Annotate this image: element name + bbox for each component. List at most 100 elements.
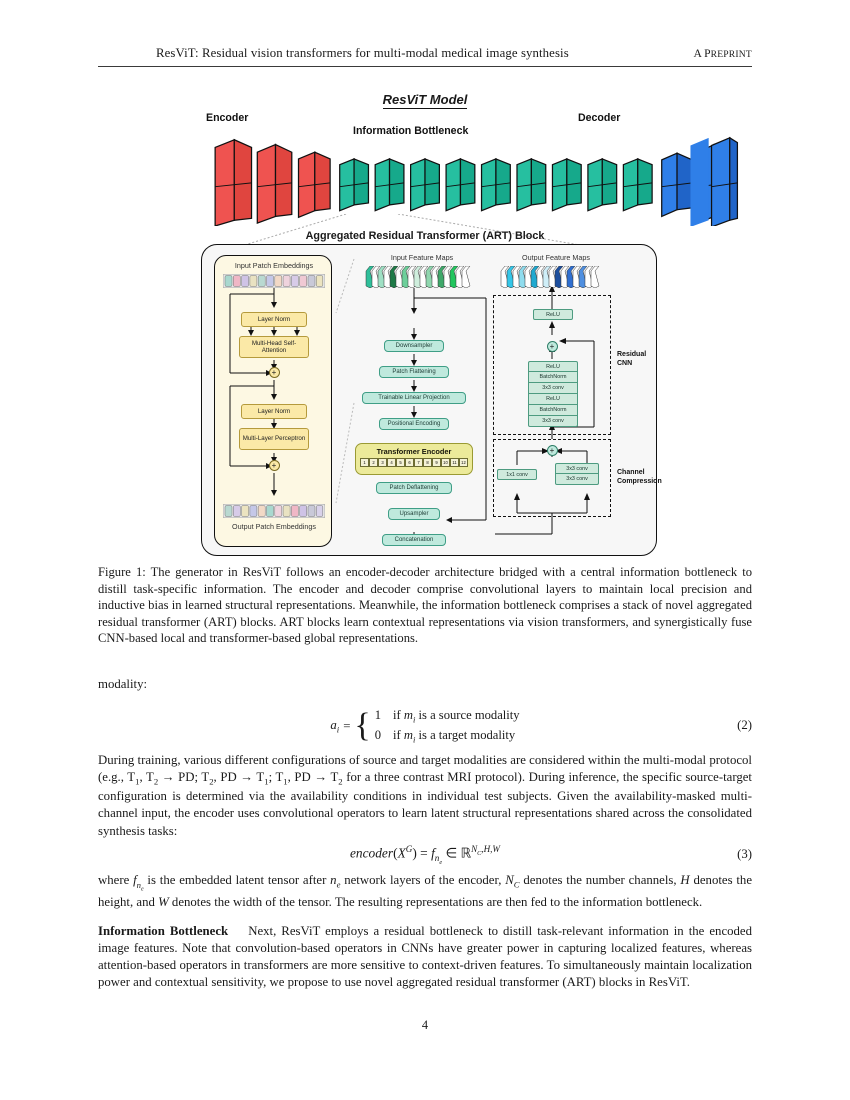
residual-cnn-label: Residual CNN bbox=[617, 351, 646, 369]
art-block-title: Aggregated Residual Transformer (ART) Bl… bbox=[305, 230, 545, 242]
concatenation-box: Concatenation bbox=[382, 534, 446, 546]
downsampler-box: Downsampler bbox=[384, 340, 444, 352]
output-patch-embeddings-strip bbox=[223, 504, 325, 518]
output-feature-maps-stack bbox=[500, 266, 600, 288]
multi-layer-perceptron-box: Multi-Layer Perceptron bbox=[239, 428, 309, 450]
encoder-blocks bbox=[214, 138, 331, 226]
residual-cnn-label-line2: CNN bbox=[617, 359, 633, 367]
input-patch-embeddings-strip bbox=[223, 274, 325, 288]
conv3x3-box-2: 3x3 conv bbox=[528, 416, 578, 427]
right-flow-lines bbox=[495, 287, 595, 535]
encoder-cell: 2 bbox=[369, 458, 378, 467]
transformer-encoder-box: Transformer Encoder 1 2 3 4 5 6 7 8 9 10… bbox=[355, 443, 473, 475]
transformer-encoder-title: Transformer Encoder bbox=[376, 447, 452, 456]
output-patch-embeddings-label: Output Patch Embeddings bbox=[232, 522, 316, 531]
figure-caption: Figure 1: The generator in ResViT follow… bbox=[98, 564, 752, 647]
encoder-cell: 10 bbox=[441, 458, 450, 467]
right-column: Output Feature Maps bbox=[493, 253, 662, 549]
paragraph-training-protocol: During training, various different confi… bbox=[98, 753, 752, 838]
positional-encoding-box: Positional Encoding bbox=[379, 418, 449, 430]
equation-2-lhs: ai bbox=[330, 718, 339, 735]
input-feature-maps-stack bbox=[365, 266, 471, 288]
residual-add: + bbox=[546, 341, 558, 352]
encoder-cell: 12 bbox=[459, 458, 468, 467]
paragraph-bold-lead: Information Bottleneck bbox=[98, 924, 229, 938]
encoder-cell: 8 bbox=[423, 458, 432, 467]
art-panel: Input Patch Embeddings bbox=[201, 244, 662, 556]
layer-norm-box-1: Layer Norm bbox=[241, 312, 307, 327]
paragraph-latent-tensor: where fne is the embedded latent tensor … bbox=[98, 873, 752, 910]
relu-box-2: ReLU bbox=[528, 394, 578, 405]
encoder-cell: 6 bbox=[405, 458, 414, 467]
relu-box-1: ReLU bbox=[528, 361, 578, 372]
equation-2-case-2-sub: i bbox=[413, 734, 416, 745]
decoder-blocks bbox=[661, 136, 739, 226]
encoder-cell: 4 bbox=[387, 458, 396, 467]
patch-deflattening-box: Patch Deflattening bbox=[376, 482, 452, 494]
residual-add-2: + bbox=[268, 460, 280, 471]
equation-2-body: ai = { 1 if mi is a source modality 0 if… bbox=[330, 708, 519, 744]
channel-compression-label-line2: Compression bbox=[617, 477, 662, 485]
compression-conv-stack: 3x3 conv 3x3 conv bbox=[555, 463, 599, 485]
equation-2-case-2: 0 if mi is a target modality bbox=[375, 728, 520, 745]
equation-2-case-1-value: 1 bbox=[374, 707, 382, 722]
residual-cnn-label-line1: Residual bbox=[617, 351, 647, 358]
input-feature-maps-label: Input Feature Maps bbox=[390, 253, 454, 262]
figure-caption-label: Figure 1: bbox=[98, 565, 146, 579]
running-header: ResViT: Residual vision transformers for… bbox=[98, 46, 752, 61]
detail-zoom-lines bbox=[335, 258, 355, 504]
equation-2-case-1-post: is a source modality bbox=[415, 707, 520, 722]
encoder-cell: 1 bbox=[360, 458, 369, 467]
bottleneck-label: Information Bottleneck bbox=[353, 125, 469, 137]
equation-2-case-2-var: m bbox=[403, 727, 413, 742]
equation-2-cases: 1 if mi is a source modality 0 if mi is … bbox=[375, 708, 520, 744]
encoder-cell: 11 bbox=[450, 458, 459, 467]
conv3x3-box-3: 3x3 conv bbox=[555, 463, 599, 474]
paragraph-bottleneck-text: Next, ResViT employs a residual bottlene… bbox=[98, 924, 753, 990]
transformer-encoder-cells: 1 2 3 4 5 6 7 8 9 10 11 12 bbox=[360, 458, 468, 467]
equation-3-number: (3) bbox=[737, 847, 752, 861]
encoder-cell: 9 bbox=[432, 458, 441, 467]
input-patch-embeddings-label: Input Patch Embeddings bbox=[234, 261, 314, 270]
preprint-rest: REPRINT bbox=[710, 49, 752, 60]
equation-2-number: (2) bbox=[737, 718, 752, 732]
equation-2-lhs-var: a bbox=[330, 717, 337, 732]
encoder-label: Encoder bbox=[206, 112, 249, 124]
model-title: ResViT Model bbox=[98, 92, 752, 109]
equation-2-case-1-pre: if bbox=[393, 707, 404, 722]
patch-flattening-box: Patch Flattening bbox=[379, 366, 449, 378]
trainable-linear-projection-box: Trainable Linear Projection bbox=[362, 392, 466, 404]
equation-2-case-2-pre: if bbox=[393, 727, 404, 742]
equation-2-lhs-sub: i bbox=[336, 724, 340, 735]
decoder-label: Decoder bbox=[578, 112, 621, 124]
multi-head-self-attention-box: Multi-Head Self-Attention bbox=[239, 336, 309, 358]
batchnorm-box-2: BatchNorm bbox=[528, 405, 578, 416]
relu-top-box: ReLU bbox=[533, 309, 573, 320]
page-number: 4 bbox=[421, 1018, 429, 1032]
encoder-cell: 3 bbox=[378, 458, 387, 467]
equation-2-case-1: 1 if mi is a source modality bbox=[375, 708, 520, 725]
conv3x3-box-1: 3x3 conv bbox=[528, 383, 578, 394]
header-rule bbox=[98, 66, 752, 67]
conv3x3-box-4: 3x3 conv bbox=[555, 474, 599, 485]
equation-2-case-2-value: 0 bbox=[374, 727, 382, 742]
equation-3-body: encoder(XG) = fne ∈ ℝNC,H,W bbox=[349, 844, 501, 866]
channel-compression-label: Channel Compression bbox=[617, 469, 662, 487]
header-title: ResViT: Residual vision transformers for… bbox=[156, 46, 569, 60]
upsampler-box: Upsampler bbox=[388, 508, 440, 520]
encoder-cell: 7 bbox=[414, 458, 423, 467]
equation-2-case-1-text: if mi is a source modality bbox=[393, 708, 520, 725]
equation-3: encoder(XG) = fne ∈ ℝNC,H,W (3) bbox=[98, 843, 752, 867]
figure-caption-text: The generator in ResViT follows an encod… bbox=[98, 565, 752, 646]
header-preprint-label: A PREPRINT bbox=[694, 47, 752, 60]
architecture-blocks bbox=[214, 136, 739, 226]
equation-2-case-1-sub: i bbox=[413, 714, 416, 725]
compression-add: + bbox=[546, 445, 558, 456]
preprint-prefix: A P bbox=[693, 47, 711, 60]
equation-2: ai = { 1 if mi is a source modality 0 if… bbox=[98, 702, 752, 750]
modality-lead-text: modality: bbox=[98, 677, 148, 691]
equation-2-equals: = bbox=[343, 718, 351, 733]
channel-compression-label-line1: Channel bbox=[617, 469, 645, 476]
transformer-detail-panel: Input Patch Embeddings bbox=[214, 255, 332, 547]
